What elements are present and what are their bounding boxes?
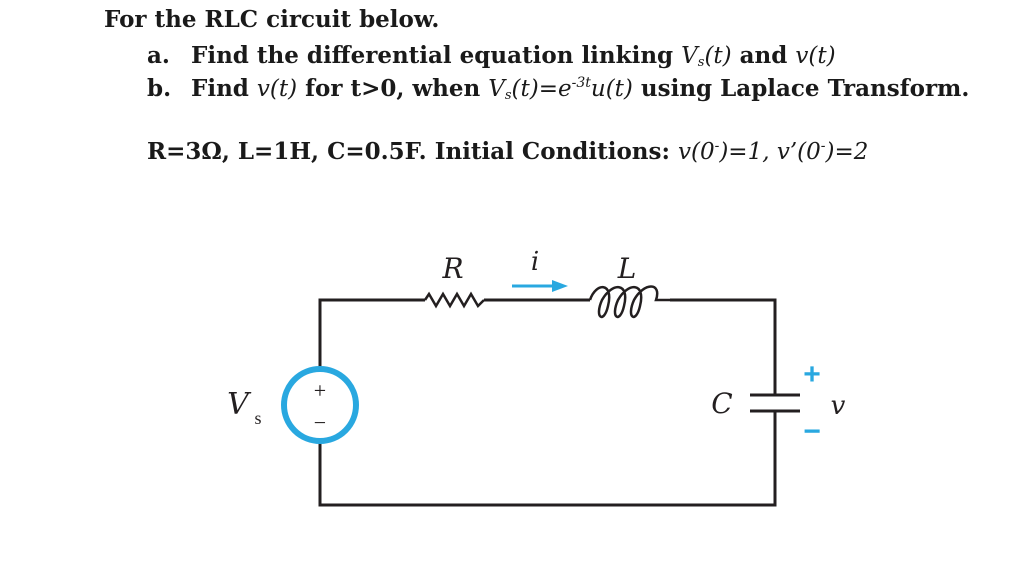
capacitor-label: C [711,387,732,420]
wire-right-top [670,298,777,395]
source-plus-sign: + [314,378,326,403]
capacitor [750,393,800,413]
problem-intro: For the RLC circuit below. [104,6,440,33]
capacitor-minus-sign: − [803,415,821,448]
current-arrow [512,280,568,292]
source-minus-sign: − [314,410,326,435]
wire-left-top [318,298,425,370]
part-b-marker: b. [147,75,172,102]
resistor [423,291,485,309]
inductor [588,285,670,319]
capacitor-plus-sign: + [803,358,821,391]
circuit-parameters: R=3Ω, L=1H, C=0.5F. Initial Conditions: … [147,138,869,165]
inductor-label: L [617,252,637,285]
source-label: V [227,387,252,422]
part-a: a.Find the differential equation linking… [147,42,836,70]
problem-statement: For the RLC circuit below. a.Find the di… [0,0,1024,200]
circuit-wires [318,298,777,507]
source-label-subscript: s [254,408,261,428]
part-b: b.Find v(t) for t>0, when Vs(t)=e-3tu(t)… [147,75,970,103]
resistor-label: R [441,252,463,285]
voltage-label: v [831,391,846,421]
current-arrow-head [552,280,568,292]
wire-bottom [318,411,777,507]
part-a-marker: a. [147,42,170,69]
current-label: i [531,247,539,277]
voltage-source [281,366,359,444]
